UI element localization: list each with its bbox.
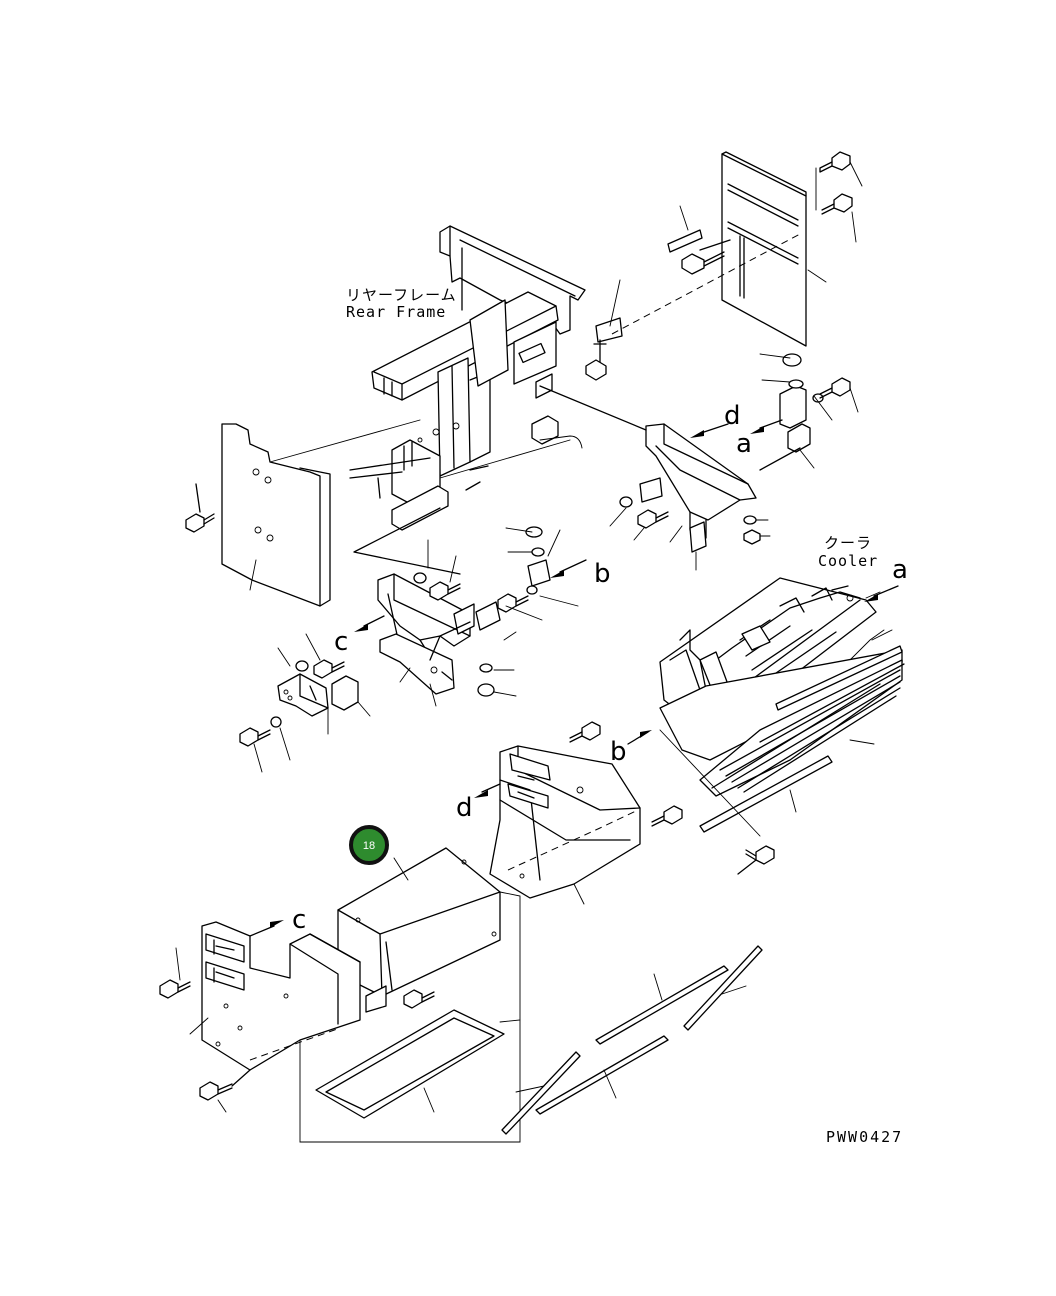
center-duct: d [456,745,683,905]
drawing-code: PWW0427 [826,1128,903,1146]
right-cooler-bracket: d a [539,353,859,571]
bottom-tray [315,1009,505,1119]
marker-a-top: a [736,429,752,459]
marker-b-mid: b [594,559,611,589]
marker-d-lower: d [456,793,473,823]
callout-18[interactable]: 18 [349,825,389,865]
marker-d-top: d [724,401,741,431]
marker-a-right: a [892,555,908,585]
rear-frame-label-en: Rear Frame [346,303,446,321]
cooler-unit: クーラ Cooler a b [569,534,908,875]
cooler-label-en: Cooler [818,552,878,570]
marker-c-mid: c [334,627,348,657]
frame-bracket [349,435,583,531]
callout-18-circle[interactable] [349,825,389,865]
marker-c-lower: c [292,905,306,935]
seal-strips [501,945,763,1135]
left-small-brackets [239,633,371,773]
left-side-panel [185,419,421,607]
callout-18-number[interactable]: 18 [363,840,375,852]
center-mount-bracket: b c [334,507,611,707]
rear-frame: リヤーフレーム Rear Frame [346,225,586,477]
cooler-label-jp: クーラ [824,534,872,552]
marker-b-lower: b [610,737,627,767]
rear-frame-label-jp: リヤーフレーム [346,286,457,304]
lower-left-housing: c [159,905,521,1143]
top-right-panel [585,151,863,381]
